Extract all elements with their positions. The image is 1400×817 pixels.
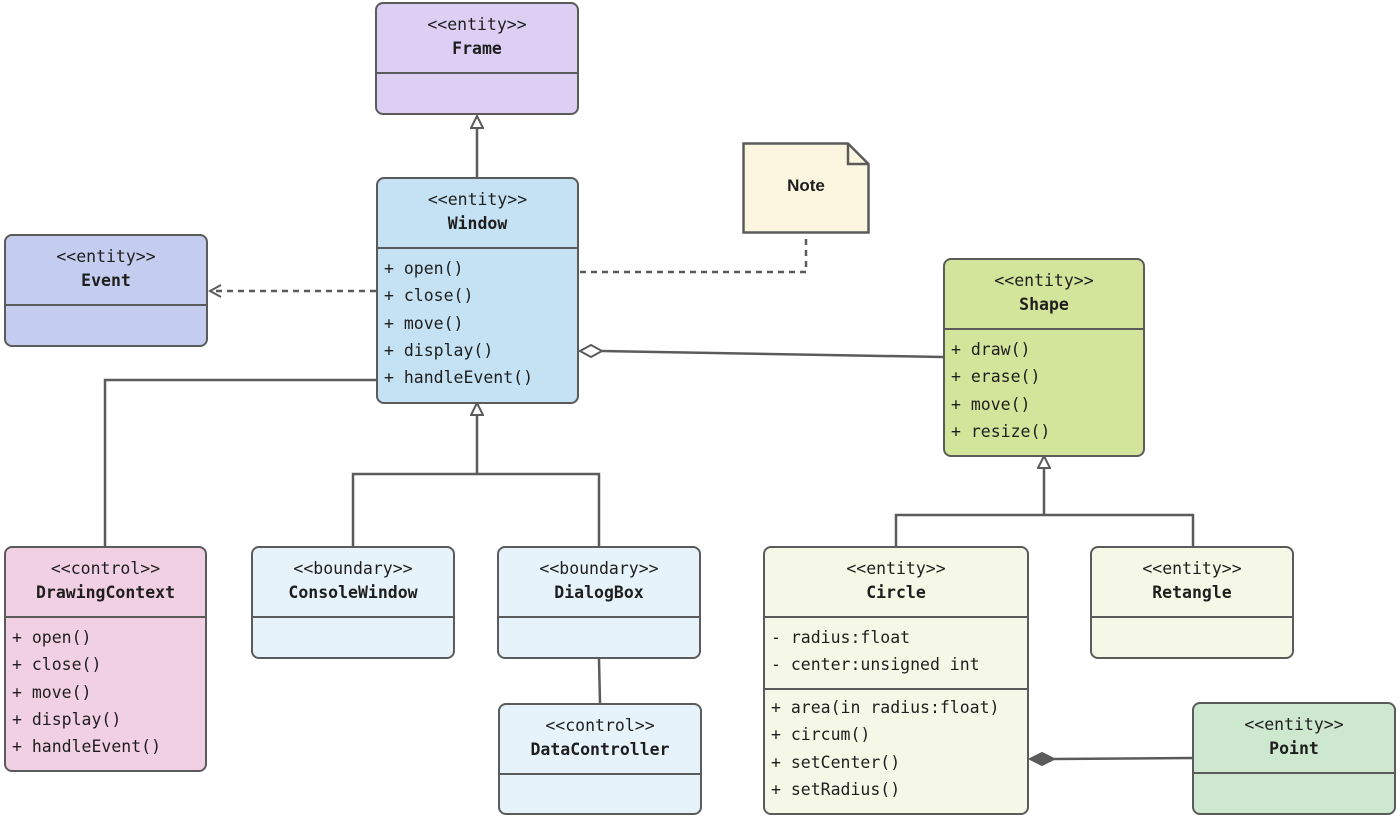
method: + circum()	[771, 725, 871, 745]
method: + handleEvent()	[384, 368, 534, 388]
attribute: - center:unsigned int	[771, 655, 980, 675]
circle-point-composition	[1053, 756, 1194, 761]
stereotype: <<entity>>	[1142, 559, 1242, 578]
class-header: <<control>> DrawingContext	[6, 548, 205, 618]
class-retangle[interactable]: <<entity>> Retangle	[1090, 546, 1294, 659]
class-name: DrawingContext	[35, 583, 176, 602]
attributes-section: - radius:float - center:unsigned int	[765, 618, 1027, 690]
method: + display()	[384, 340, 494, 360]
circle-retangle-generalization	[894, 513, 1195, 546]
class-shape[interactable]: <<entity>> Shape + draw() + erase() + mo…	[943, 258, 1145, 457]
method: + move()	[951, 394, 1031, 414]
class-name: DataController	[530, 740, 670, 759]
class-header: <<entity>> Window	[378, 179, 577, 249]
class-event[interactable]: <<entity>> Event	[4, 234, 208, 347]
stereotype: <<entity>>	[427, 15, 527, 34]
method: + setCenter()	[771, 752, 901, 772]
class-header: <<entity>> Point	[1194, 704, 1394, 774]
class-name: Event	[81, 271, 131, 290]
method: + close()	[384, 286, 474, 306]
stereotype: <<entity>>	[56, 247, 156, 266]
method: + move()	[12, 682, 92, 702]
aggregation-diamond	[577, 343, 605, 359]
note-anchor-line	[580, 234, 808, 274]
class-header: <<entity>> Shape	[945, 260, 1143, 330]
class-window[interactable]: <<entity>> Window + open() + close() + m…	[376, 177, 579, 404]
methods-section: + area(in radius:float) + circum() + set…	[765, 690, 1027, 807]
class-header: <<boundary>> DialogBox	[499, 548, 699, 618]
stereotype: <<control>>	[50, 559, 161, 578]
method: + open()	[384, 259, 464, 278]
class-header: <<entity>> Event	[6, 236, 206, 306]
class-name: Circle	[866, 583, 926, 602]
stereotype: <<entity>>	[427, 190, 528, 209]
method: + open()	[12, 628, 92, 647]
composition-diamond	[1027, 751, 1057, 767]
class-dialogbox[interactable]: <<boundary>> DialogBox	[497, 546, 701, 659]
method: + close()	[12, 655, 102, 675]
method: + display()	[12, 709, 122, 729]
method: + handleEvent()	[12, 737, 162, 757]
dialogbox-datacontroller-association	[597, 658, 602, 704]
class-name: Retangle	[1152, 583, 1232, 602]
method: + resize()	[951, 421, 1051, 441]
stereotype: <<entity>>	[1244, 715, 1344, 734]
class-point[interactable]: <<entity>> Point	[1192, 702, 1396, 815]
methods-section: + draw() + erase() + move() + resize()	[945, 330, 1143, 449]
consolewindow-generalization	[351, 472, 601, 546]
class-header: <<entity>> Retangle	[1092, 548, 1292, 618]
class-name: Point	[1269, 739, 1319, 758]
class-name: Frame	[452, 39, 502, 58]
class-header: <<entity>> Circle	[765, 548, 1027, 618]
class-name: DialogBox	[554, 583, 644, 602]
class-datacontroller[interactable]: <<control>> DataController	[498, 703, 702, 815]
attribute: - radius:float	[771, 628, 911, 647]
methods-section: + open() + close() + move() + display() …	[378, 249, 577, 395]
note-text: Note	[787, 176, 825, 195]
class-frame[interactable]: <<entity>> Frame	[375, 2, 579, 115]
method: + setRadius()	[771, 779, 901, 799]
note-shape	[742, 142, 870, 234]
method: + move()	[384, 313, 464, 333]
method: + area(in radius:float)	[771, 698, 1000, 717]
class-consolewindow[interactable]: <<boundary>> ConsoleWindow	[251, 546, 455, 659]
stereotype: <<control>>	[545, 716, 655, 735]
window-drawingcontext-association	[103, 378, 376, 546]
window-shape-aggregation	[601, 349, 944, 359]
stereotype: <<entity>>	[846, 559, 946, 578]
class-drawingcontext[interactable]: <<control>> DrawingContext + open() + cl…	[4, 546, 207, 772]
class-name: Window	[447, 214, 508, 233]
class-header: <<boundary>> ConsoleWindow	[253, 548, 453, 618]
stereotype: <<boundary>>	[539, 559, 659, 578]
class-circle[interactable]: <<entity>> Circle - radius:float - cente…	[763, 546, 1029, 815]
methods-section: + open() + close() + move() + display() …	[6, 618, 205, 764]
note[interactable]: Note	[742, 142, 870, 234]
stereotype: <<boundary>>	[293, 559, 413, 578]
stereotype: <<entity>>	[994, 271, 1094, 290]
class-name: Shape	[1019, 295, 1069, 314]
class-header: <<entity>> Frame	[377, 4, 577, 74]
method: + erase()	[951, 367, 1041, 387]
class-name: ConsoleWindow	[288, 583, 418, 602]
method: + draw()	[951, 340, 1031, 359]
class-header: <<control>> DataController	[500, 705, 700, 775]
